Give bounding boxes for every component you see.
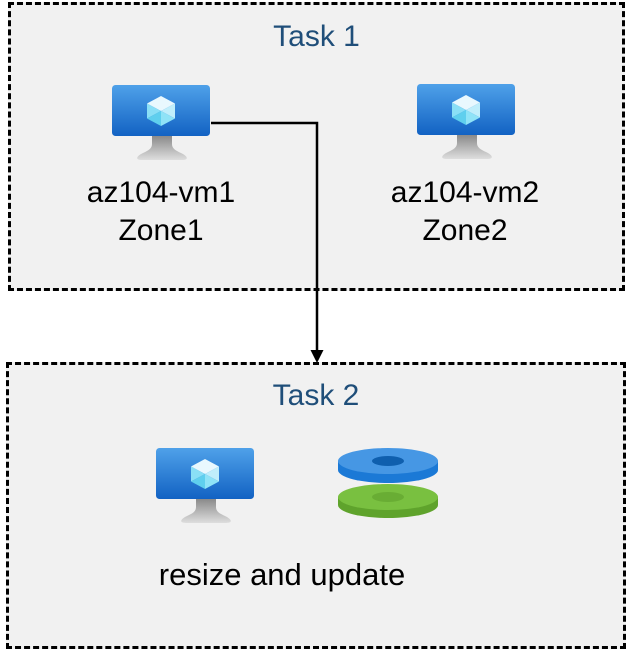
vm1-zone: Zone1 <box>118 214 204 247</box>
task1-box: Task 1 az104-vm1 Zone1 az104-vm2 Zone2 <box>8 2 625 291</box>
vm1-name: az104-vm1 <box>86 176 236 209</box>
task2-caption: resize and update <box>158 557 406 592</box>
virtual-machine-icon <box>416 83 516 167</box>
vm2-name: az104-vm2 <box>390 176 540 209</box>
vm2-label: az104-vm2 Zone2 <box>365 174 565 250</box>
task1-title: Task 1 <box>273 20 360 53</box>
virtual-machine-icon <box>155 447 255 531</box>
virtual-machine-icon <box>111 84 211 168</box>
vm2-zone: Zone2 <box>422 214 508 247</box>
managed-disks-icon <box>333 445 443 521</box>
task2-box: Task 2 resize and update <box>6 362 626 649</box>
vm1-label: az104-vm1 Zone1 <box>61 174 261 250</box>
task2-title: Task 2 <box>272 379 360 412</box>
